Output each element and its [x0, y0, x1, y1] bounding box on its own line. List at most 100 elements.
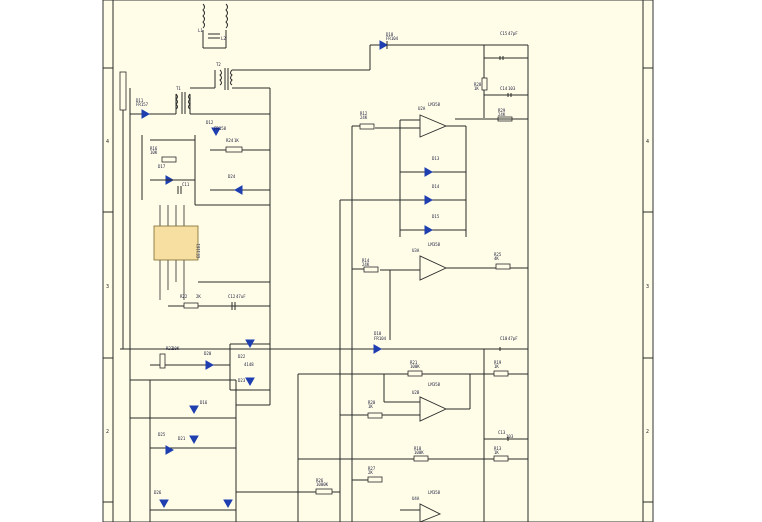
opamp-u2b: [419, 396, 448, 422]
label-r18-value: 100K: [414, 450, 424, 455]
label-u2b: U2B: [412, 390, 420, 395]
label-r28: R28: [474, 82, 482, 87]
label-u4a: U4A: [412, 496, 420, 501]
label-r25-value: 4K: [494, 256, 499, 261]
zone-label-left-2: 3: [106, 284, 109, 290]
label-c13: C13: [498, 430, 506, 435]
label-d11: D11: [136, 98, 144, 103]
zone-label-left-3: 2: [106, 429, 109, 435]
label-r25: R25: [494, 252, 502, 257]
label-d10-part: FR104: [374, 336, 387, 341]
diode-d11: [141, 109, 151, 119]
label-d16: D16: [200, 400, 208, 405]
diode-d26: [223, 499, 233, 509]
opamp-u2a: [419, 114, 448, 138]
label-r16: R16: [150, 146, 158, 151]
ic-body: [153, 225, 199, 261]
label-d18-part: FR104: [386, 36, 399, 41]
label-r21: R21: [410, 360, 418, 365]
label-d14: D14: [432, 184, 440, 189]
label-d12-part: FR158: [214, 126, 227, 131]
label-l2: L2: [221, 36, 226, 41]
label-c13-value: 103: [506, 434, 514, 439]
label-r28-value: 1K: [474, 86, 479, 91]
label-c11: C11: [182, 182, 190, 187]
label-d17: D17: [158, 164, 166, 169]
label-r20: R20: [368, 400, 376, 405]
label-c15-value: 47pF: [508, 31, 518, 36]
label-r14-value: 24K: [362, 262, 370, 267]
resistor-r23: [159, 353, 166, 369]
label-c14-value: 103: [508, 86, 516, 91]
resistor-r28: [481, 77, 488, 91]
label-r24: R24: [226, 138, 234, 143]
label-r12: R12: [360, 111, 368, 116]
diode-d18: [379, 40, 389, 50]
label-r21-value: 100K: [410, 364, 420, 369]
label-d13: D13: [432, 156, 440, 161]
zone-label-right-2: 3: [646, 284, 649, 290]
diode-d23: [233, 185, 243, 195]
opamp-u4a: [419, 503, 442, 522]
label-d20: D21: [178, 436, 186, 441]
label-r12-value: 24K: [360, 115, 368, 120]
label-u4a-part: LM358: [428, 490, 441, 495]
label-ic-part: EE1161: [196, 243, 201, 258]
zone-label-right-3: 2: [646, 429, 649, 435]
resistor-r22: [183, 302, 199, 309]
label-r24-value: 1K: [234, 138, 239, 143]
label-r18: R18: [414, 446, 422, 451]
label-c12: C12: [228, 294, 236, 299]
diode-d24: [165, 445, 175, 455]
label-r19-value: 1K: [494, 364, 499, 369]
diode-d19: [205, 360, 215, 370]
sensor-element: [119, 71, 127, 111]
label-d18: D18: [386, 32, 394, 37]
label-c12-value: 47uF: [236, 294, 246, 299]
diode-d16: [189, 405, 199, 415]
diode-d15: [424, 225, 434, 235]
diode-d10: [373, 344, 383, 354]
diode-d25: [159, 499, 169, 509]
resistor-r21: [407, 370, 423, 377]
transformer-t2: T2: [190, 45, 371, 90]
label-c14: C14: [500, 86, 508, 91]
label-r13-value: 1K: [494, 450, 499, 455]
ic-ee1161: EE1161: [153, 205, 201, 300]
label-r14: R14: [362, 258, 370, 263]
label-d24: D25: [158, 432, 166, 437]
transformer-top: L1 L2: [198, 3, 228, 49]
label-r27-value: 2K: [368, 470, 373, 475]
label-r23: R23: [166, 346, 174, 351]
label-r26-value: 1000K: [316, 482, 329, 487]
resistor-r24: [225, 146, 243, 153]
diode-d12: [211, 127, 221, 137]
label-d21-part: 4148: [244, 362, 254, 367]
label-r27: R27: [368, 466, 376, 471]
diode-d14: [424, 195, 434, 205]
label-r16-value: 10K: [150, 150, 158, 155]
diode-d20: [189, 435, 199, 445]
label-d21: D22: [238, 354, 246, 359]
paper-area: [102, 0, 654, 522]
resistor-r16: [161, 156, 177, 163]
label-r22-value: 2K: [196, 294, 201, 299]
label-u3a: U3A: [412, 248, 420, 253]
resistor-r13: [493, 455, 509, 462]
opamp-u3a: [419, 255, 448, 281]
label-d15: D15: [432, 214, 440, 219]
resistor-r20: [367, 412, 383, 419]
zone-label-right-1: 4: [646, 139, 649, 145]
label-r29-value: 24K: [498, 112, 506, 117]
resistor-r27: [367, 476, 383, 483]
label-l1: L1: [198, 28, 203, 33]
label-r26: R26: [316, 478, 324, 483]
label-c10: C10: [500, 336, 508, 341]
label-d22: D23: [238, 378, 246, 383]
resistor-r26: [315, 488, 333, 495]
diode-d21: [245, 339, 255, 349]
label-r22: R22: [180, 294, 188, 299]
label-c15: C15: [500, 31, 508, 36]
label-u2b-part: LM358: [428, 382, 441, 387]
